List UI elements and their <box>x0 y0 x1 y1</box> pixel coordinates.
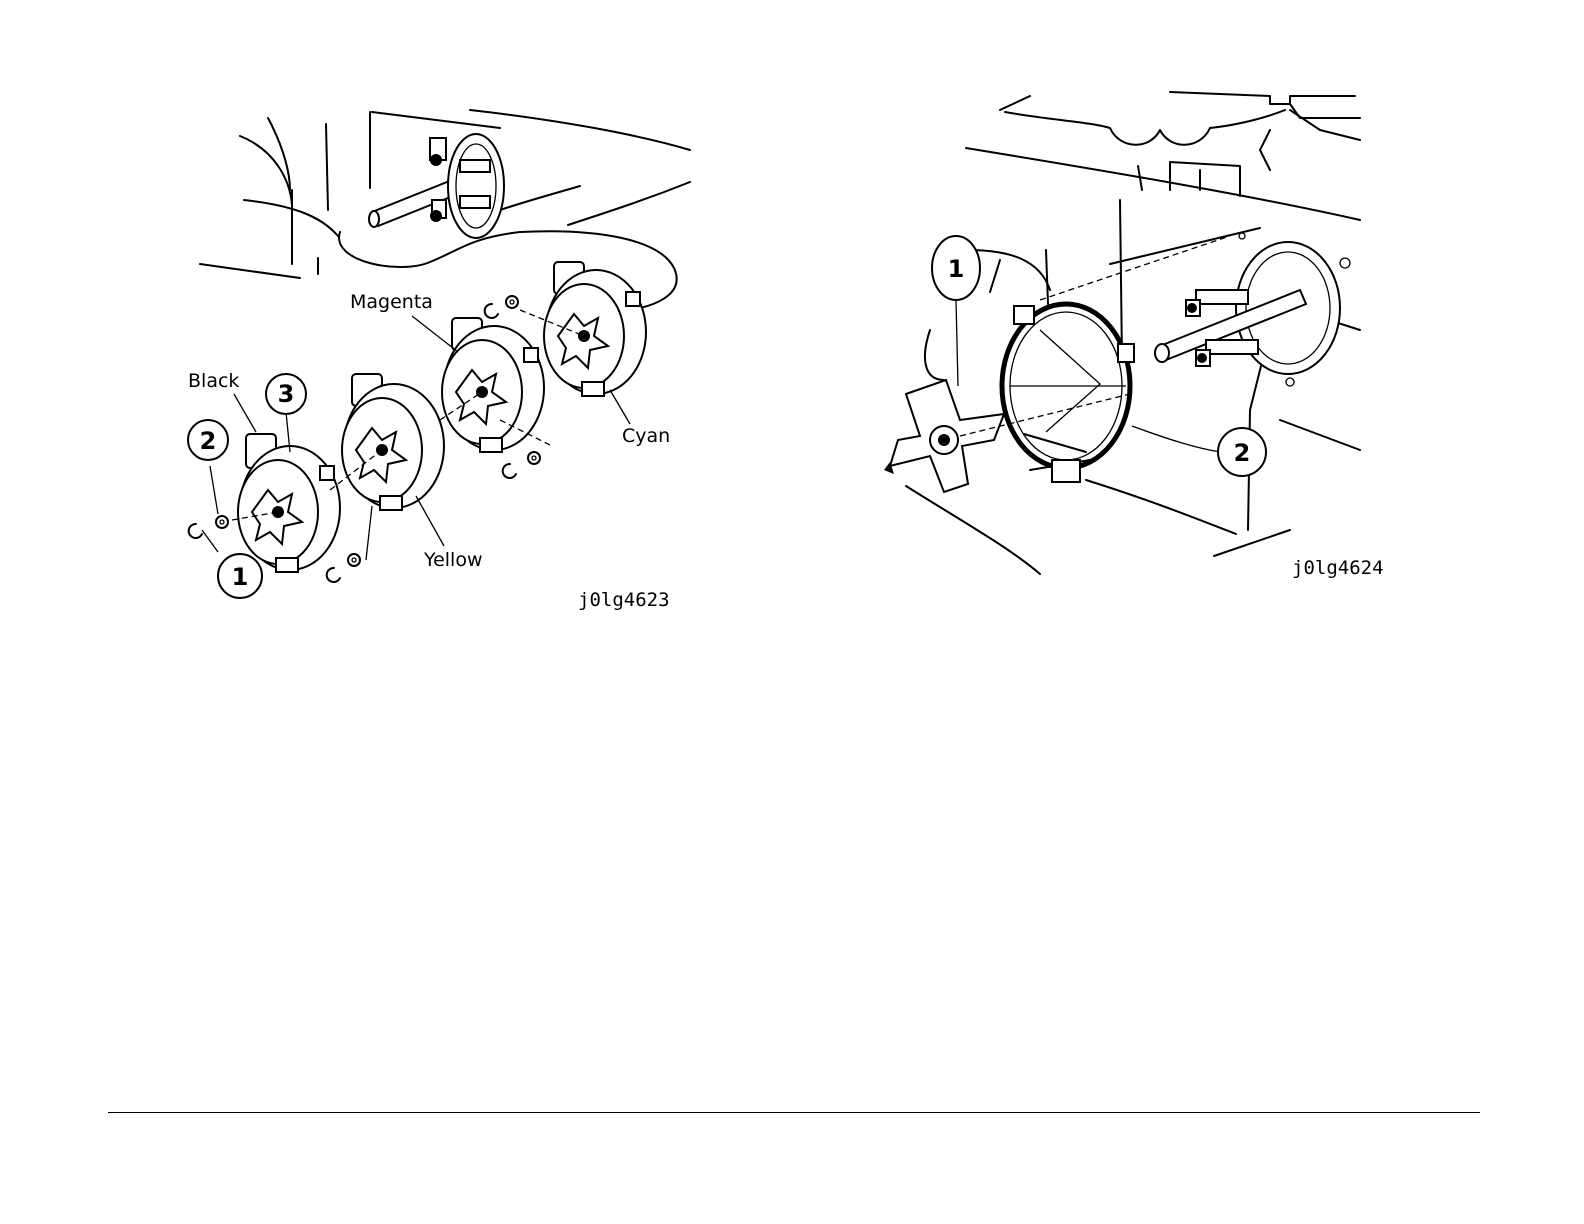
label-cyan: Cyan <box>622 425 670 447</box>
label-yellow: Yellow <box>423 549 483 571</box>
magenta-coupling <box>442 318 544 452</box>
figure-id-left: j0lg4623 <box>578 589 670 611</box>
coupling-ring-right <box>1002 304 1134 482</box>
callout-2-right: 2 <box>1234 439 1251 467</box>
figure-left-illustration <box>188 110 690 598</box>
callout-3-left: 3 <box>278 380 295 408</box>
label-black: Black <box>188 370 239 392</box>
figure-right-illustration <box>884 92 1360 574</box>
callout-1-right: 1 <box>948 255 965 283</box>
figure-id-right: j0lg4624 <box>1292 557 1384 579</box>
cyan-coupling <box>544 262 646 396</box>
callout-2-left: 2 <box>200 427 217 455</box>
callout-1-left: 1 <box>232 563 249 591</box>
drive-motor-right <box>1155 233 1350 386</box>
coupling-right <box>884 380 1004 492</box>
label-magenta: Magenta <box>350 291 433 313</box>
black-coupling <box>238 434 340 572</box>
yellow-coupling <box>342 374 444 510</box>
footer-rule <box>108 1112 1480 1113</box>
